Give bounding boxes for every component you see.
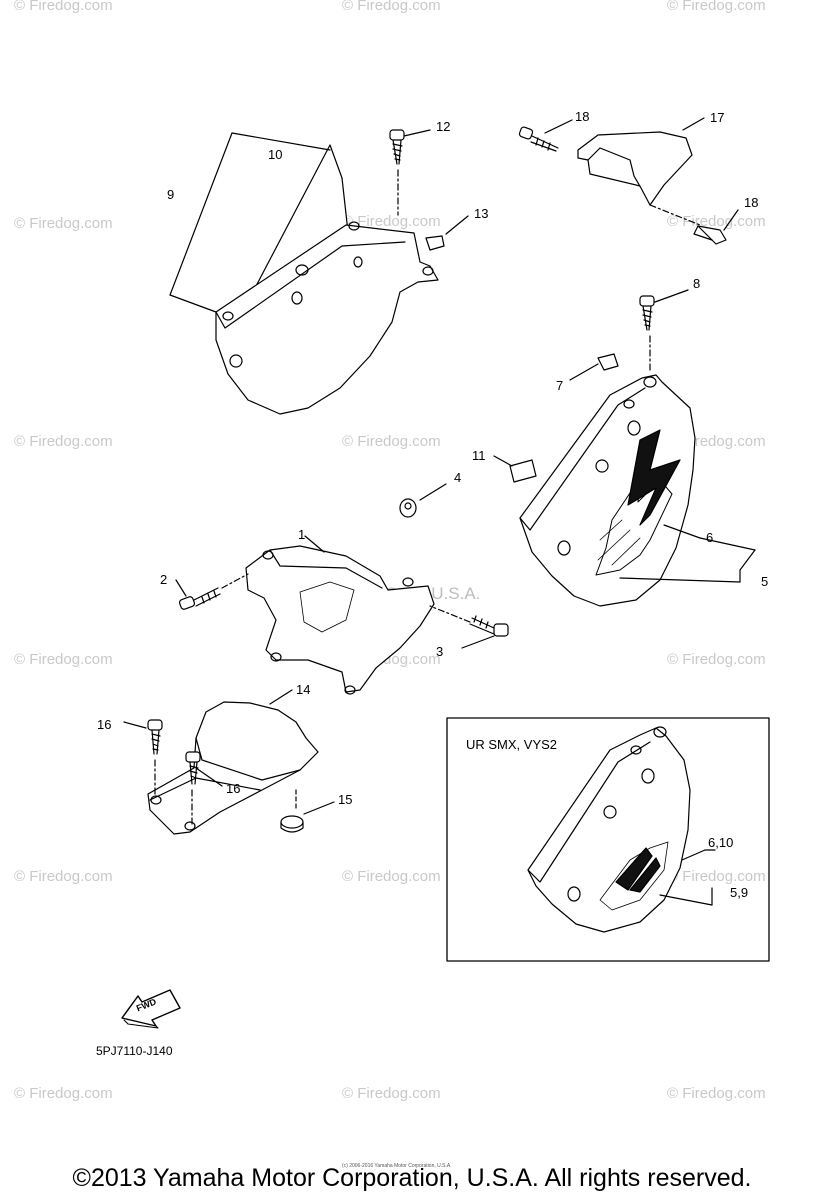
screw-2 — [176, 574, 248, 610]
watermark: © Firedog.com — [342, 868, 441, 885]
callout-9: 9 — [167, 187, 175, 202]
watermark: © Firedog.com — [14, 215, 113, 232]
fwd-arrow-icon — [122, 990, 180, 1028]
pad-cover-part — [148, 690, 318, 834]
callout-11: 11 — [472, 448, 486, 463]
copyright-footer: ©2013 Yamaha Motor Corporation, U.S.A. A… — [72, 1164, 752, 1192]
watermark: © Firedog.com — [14, 868, 113, 885]
screw-8 — [640, 290, 688, 372]
watermark: © Firedog.com — [14, 651, 113, 668]
callout-18: 18 — [575, 109, 590, 124]
callout-5-9: 5,9 — [730, 885, 749, 900]
watermark: © Firedog.com — [14, 433, 113, 450]
watermark: © Firedog.com — [342, 213, 441, 230]
nut-13 — [426, 216, 468, 250]
watermark: © Firedog.com — [14, 0, 113, 14]
collar-4 — [400, 484, 446, 517]
callout-7: 7 — [556, 378, 564, 393]
watermark: © Firedog.com — [14, 1085, 113, 1102]
bolt-3 — [430, 606, 508, 648]
callout-17: 17 — [710, 110, 725, 125]
inset-side-cover — [528, 727, 715, 932]
callout-6-10: 6,10 — [708, 835, 734, 850]
side-cover-part — [520, 375, 755, 606]
watermark: © Firedog.com — [667, 1085, 766, 1102]
callout-16: 16 — [97, 717, 112, 732]
callout-10: 10 — [268, 147, 283, 162]
screw-16-left — [124, 720, 162, 794]
callout-6: 6 — [706, 530, 714, 545]
callout-5: 5 — [761, 574, 769, 589]
callout-16: 16 — [226, 781, 241, 796]
nut-7 — [570, 354, 618, 380]
watermark: © Firedog.com — [342, 1085, 441, 1102]
callout-14: 14 — [296, 682, 311, 697]
screw-16-center — [186, 752, 222, 824]
callout-2: 2 — [160, 572, 168, 587]
label-11 — [494, 456, 536, 482]
watermark: © Firedog.com — [667, 868, 766, 885]
callout-12: 12 — [436, 119, 451, 134]
variant-inset-box — [447, 718, 769, 961]
watermark: © Firedog.com — [342, 0, 441, 14]
watermark: © Firedog.com — [342, 433, 441, 450]
callout-13: 13 — [474, 206, 489, 221]
bracket-cover-part — [578, 118, 704, 225]
screw-18-right — [694, 210, 738, 244]
small-copyright-note: (c) 2006-2016 Yamaha Motor Corporation, … — [342, 1163, 452, 1169]
callout-3: 3 — [436, 644, 444, 659]
callout-18: 18 — [744, 195, 759, 210]
callout-4: 4 — [454, 470, 462, 485]
callout-1: 1 — [298, 527, 306, 542]
diagram-code: 5PJ7110-J140 — [96, 1044, 173, 1058]
screw-18-top — [519, 120, 572, 151]
inset-title: UR SMX, VYS2 — [466, 737, 558, 752]
watermark: © Firedog.com — [667, 213, 766, 230]
grommet-15 — [281, 802, 334, 832]
watermark: © Firedog.com — [667, 651, 766, 668]
screw-12 — [390, 130, 430, 215]
headlight-cover-part — [170, 222, 438, 414]
watermark: © Firedog.com — [667, 0, 766, 14]
callout-8: 8 — [693, 276, 701, 291]
callout-15: 15 — [338, 792, 353, 807]
cowling-part — [246, 536, 434, 694]
